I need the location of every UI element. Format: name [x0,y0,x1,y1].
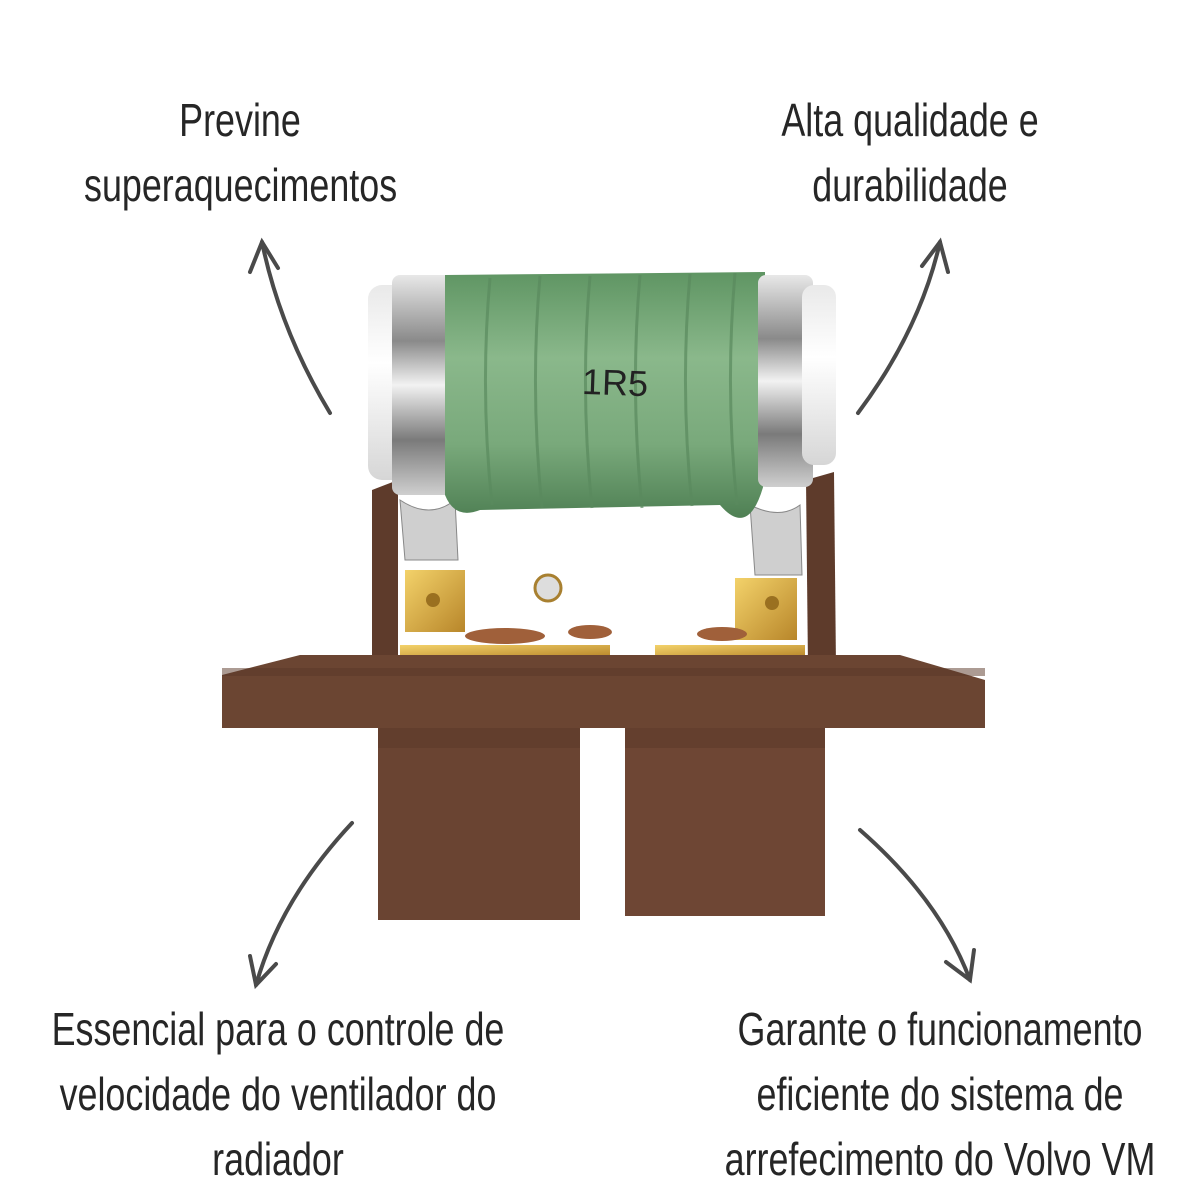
mounting-flange [222,655,985,728]
left-support-plate [372,480,398,668]
caption-line: Garante o funcionamento [737,1003,1143,1055]
thermal-fuse [400,573,805,657]
right-support-plate [806,472,836,668]
resistor-marking: 1R5 [581,361,648,404]
left-bracket [399,498,459,561]
right-terminal [735,578,797,640]
arrow-top-right [856,237,950,415]
resistor-coil: 1R5 [368,272,836,518]
caption-line: eficiente do sistema de [756,1068,1124,1120]
caption-fan-speed-control: Essencial para o controle de velocidade … [44,997,512,1192]
caption-line: superaquecimentos [84,159,398,211]
caption-line: arrefecimento do Volvo VM [724,1133,1156,1185]
caption-line: velocidade do ventilador do [59,1068,497,1120]
caption-line: Essencial para o controle de [51,1003,505,1055]
right-bracket [749,504,803,576]
arrow-bottom-right [858,828,976,984]
caption-line: Alta qualidade e [781,94,1039,146]
caption-prevents-overheating: Previne superaquecimentos [84,88,398,218]
caption-line: radiador [212,1133,344,1185]
caption-cooling-system: Garante o funcionamento eficiente do sis… [706,997,1174,1192]
connector-legs [378,728,825,920]
caption-line: Previne [179,94,301,146]
caption-quality-durability: Alta qualidade e durabilidade [754,88,1066,218]
left-terminal [405,570,465,632]
caption-line: durabilidade [812,159,1008,211]
arrow-bottom-left [248,821,354,990]
arrow-top-left [248,237,332,415]
